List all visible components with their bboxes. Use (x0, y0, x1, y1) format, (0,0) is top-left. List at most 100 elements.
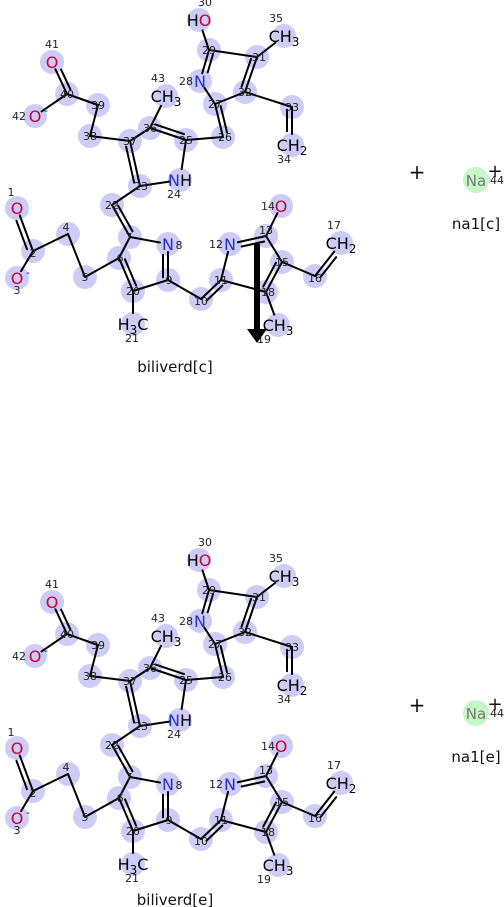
atom-number: 37 (123, 135, 137, 148)
single-bond (208, 589, 258, 598)
atom-label-bg (270, 27, 299, 44)
ion-symbol: Na (466, 705, 486, 723)
atom-number: 26 (218, 671, 232, 684)
atom-number: 35 (269, 552, 283, 565)
atom-number: 6 (117, 792, 124, 805)
single-bond (180, 139, 187, 171)
atom-number: 39 (91, 99, 105, 112)
transport-arrow (247, 244, 267, 343)
atom-label-bg (30, 107, 40, 124)
atom-number: 24 (167, 188, 181, 201)
atom-number: 18 (261, 826, 275, 839)
double-bond (244, 596, 258, 633)
atom-number: 9 (166, 274, 173, 287)
atom-number: 30 (198, 536, 212, 549)
sodium-ion-cytosol: + Na 44 + na1[c] (409, 160, 504, 233)
single-bond (201, 569, 210, 591)
single-bond (118, 236, 131, 259)
atom-label: CH3 (263, 316, 294, 338)
atom-label-bg (276, 737, 286, 754)
single-bond (66, 93, 99, 106)
atom-number: 4 (63, 221, 70, 234)
double-bond (129, 680, 141, 727)
arrow-head (247, 329, 267, 343)
atom-number: 3 (14, 284, 21, 297)
single-bond (40, 633, 68, 653)
atom-label-bg (47, 53, 57, 70)
atom-number: 7 (126, 231, 133, 244)
atom-label: O (29, 647, 42, 666)
atom-label-bg (152, 627, 181, 644)
atom-number: 42 (12, 650, 26, 663)
atom-highlight (269, 194, 293, 218)
molecule-biliverdin-extracellular: OONNOCH2CH3H3CNHNHOCH2CH3OOCH3--12345678… (5, 536, 356, 907)
atom-number: 33 (285, 641, 299, 654)
single-bond (203, 86, 216, 105)
atom-label: O (11, 739, 24, 758)
atom-label: CH3 (151, 87, 182, 109)
single-bond (185, 676, 224, 681)
charge-label: - (26, 806, 30, 819)
double-bond (200, 819, 222, 840)
single-bond (32, 773, 69, 792)
double-bond (118, 797, 134, 832)
atom-number: 4 (63, 761, 70, 774)
atom-number: 43 (151, 72, 165, 85)
double-bond (244, 56, 258, 93)
double-bond-inner (219, 645, 229, 674)
ion-highlight (463, 167, 489, 193)
atom-number: 5 (82, 271, 89, 284)
single-bond (139, 180, 171, 187)
single-bond (208, 49, 258, 58)
atom-highlight (188, 69, 212, 93)
double-bond-inner (15, 219, 28, 251)
atom-number: 29 (202, 44, 216, 57)
single-bond (149, 104, 163, 129)
atom-number: 11 (214, 814, 228, 827)
atom-number: 17 (327, 759, 341, 772)
atom-number: 27 (208, 98, 222, 111)
double-bond-inner (15, 759, 28, 791)
atom-number: 6 (117, 252, 124, 265)
single-bond (180, 679, 187, 711)
atom-number: 10 (194, 835, 208, 848)
atom-highlight (272, 24, 296, 48)
atom-number: 41 (45, 38, 59, 51)
atom-label-bg (30, 647, 40, 664)
atom-label: N (194, 72, 206, 91)
double-bond-inner (124, 798, 138, 827)
atom-label-bg (47, 593, 57, 610)
atom-highlight (187, 8, 211, 32)
atom-number: 15 (275, 796, 289, 809)
double-bond-inner (240, 597, 253, 628)
atom-highlight (121, 852, 145, 876)
double-bond (200, 279, 222, 300)
atom-highlight (156, 772, 180, 796)
double-bond-inner (205, 284, 224, 302)
atom-label-bg (12, 199, 22, 216)
atom-label-bg (270, 567, 299, 584)
atom-label: O (275, 737, 288, 756)
single-bond (167, 279, 202, 300)
atom-number: 41 (45, 578, 59, 591)
atom-number: 22 (105, 199, 119, 212)
atom-label: CH2 (326, 234, 357, 256)
single-bond (132, 279, 169, 292)
atom-number: 37 (123, 675, 137, 688)
atom-number: 20 (126, 825, 140, 838)
atom-highlight (23, 644, 47, 668)
single-bond (32, 233, 69, 252)
single-bond (67, 773, 86, 818)
single-bond (67, 233, 86, 278)
double-bond-inner (117, 204, 134, 233)
atom-label: O (11, 809, 24, 828)
atom-number: 8 (176, 779, 183, 792)
atom-label: O (46, 593, 59, 612)
atom-number: 27 (208, 638, 222, 651)
single-bond (129, 236, 162, 244)
single-bond (185, 136, 224, 141)
atom-number: 23 (134, 180, 148, 193)
atom-label: O (275, 197, 288, 216)
atom-highlight (40, 50, 64, 74)
double-bond-inner (219, 105, 229, 134)
